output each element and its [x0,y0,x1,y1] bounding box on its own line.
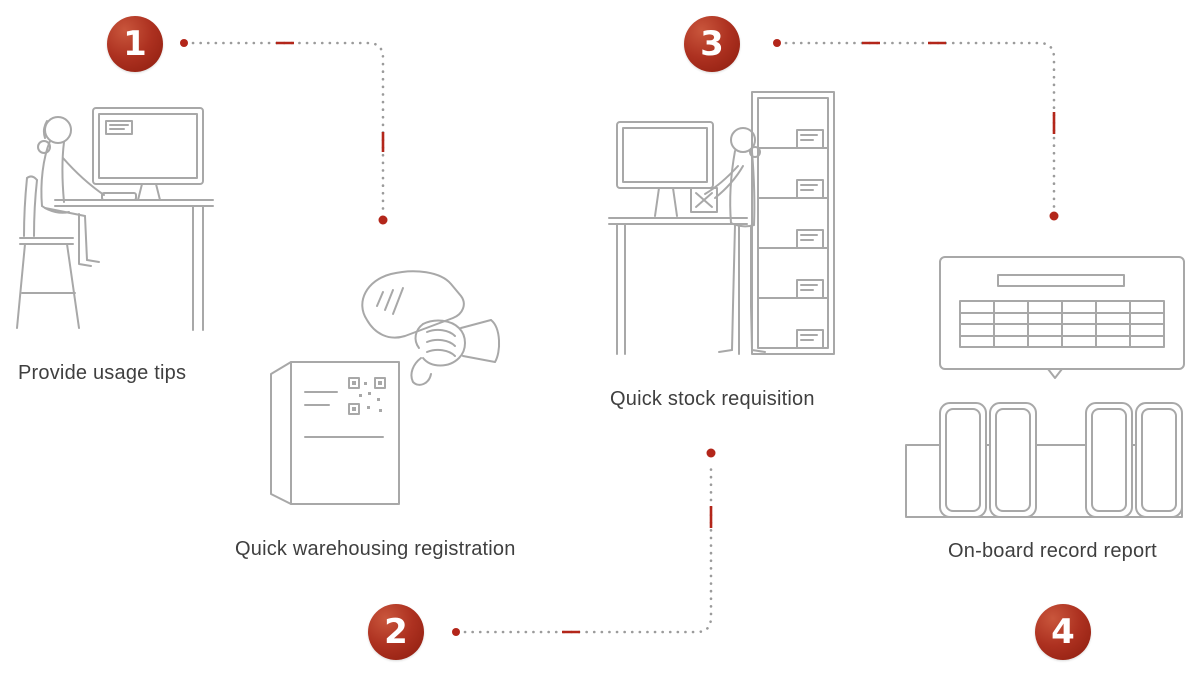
onboard-report-screen-icon [902,255,1187,530]
step-1-label: Provide usage tips [18,362,187,384]
connector-start-dot-2 [452,628,460,636]
connector-end-dot-3 [1049,211,1059,221]
step-4-label: On-board record report [948,540,1157,562]
step-4-number: 4 [1051,612,1075,652]
step-3-badge: 3 [684,16,740,72]
step-2-badge: 2 [368,604,424,660]
connector-step2 [463,460,713,634]
step-2-number: 2 [384,612,408,652]
step-3-number: 3 [700,24,724,64]
hand-scanner-box-icon [255,262,515,517]
connector-step1 [191,41,385,214]
person-at-computer-icon [5,88,235,338]
connector-start-dot-1 [180,39,188,47]
person-at-stock-shelf-icon [605,88,840,368]
step-2-label: Quick warehousing registration [235,538,516,560]
connector-step3 [784,41,1056,210]
step-4-badge: 4 [1035,604,1091,660]
connector-start-dot-3 [773,39,781,47]
step-3-label: Quick stock requisition [610,388,815,410]
step-1-number: 1 [123,24,147,64]
step-1-badge: 1 [107,16,163,72]
connector-end-dot-2 [706,448,716,458]
connector-end-dot-1 [378,215,388,225]
